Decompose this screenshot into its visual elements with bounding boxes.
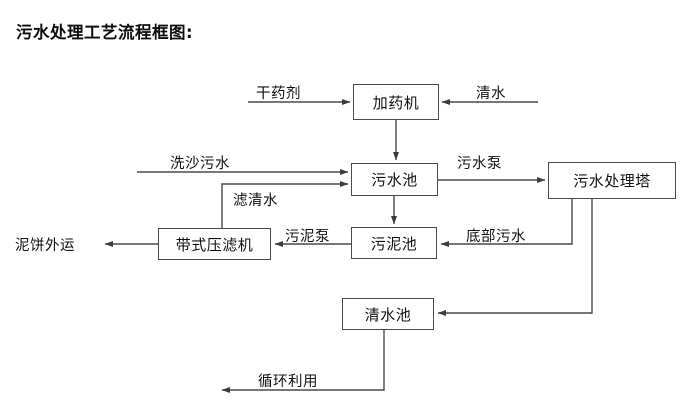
edge-label-sludge-pump: 污泥泵 [285,229,330,245]
edge-label-bottom-wastewater: 底部污水 [466,229,526,245]
edge-label-sand-wash-wastewater: 洗沙污水 [170,156,230,172]
node-sludge-pool[interactable]: 污泥池 [351,227,437,259]
node-clear-water-pool[interactable]: 清水池 [342,298,434,330]
terminal-label-mud-cake-transport: 泥饼外运 [15,238,75,254]
edge-label-dry-reagent: 干药剂 [256,86,301,102]
node-label-sludge-pool: 污泥池 [370,234,418,253]
node-treatment-tower[interactable]: 污水处理塔 [548,162,676,199]
connector-tower-to-sludge-pool [440,199,573,248]
node-label-dosing-machine: 加药机 [372,93,420,112]
node-label-belt-filter-press: 带式压滤机 [175,235,254,254]
connector-filtrate-to-wastewater-pool [221,180,349,228]
edge-label-wastewater-pump: 污水泵 [457,156,502,172]
connector-clear-water-pool-recycle [221,330,385,394]
edge-label-clean-water: 清水 [476,86,506,102]
node-belt-filter-press[interactable]: 带式压滤机 [158,228,271,260]
node-dosing-machine[interactable]: 加药机 [353,84,439,120]
edge-label-filtered-clear-water: 滤清水 [233,193,278,209]
edge-label-recycle-reuse: 循环利用 [258,374,318,390]
node-label-treatment-tower: 污水处理塔 [573,172,651,190]
page-title: 污水处理工艺流程框图: [16,23,194,42]
connector-tower-to-clear-water-pool [437,199,593,317]
node-label-wastewater-pool: 污水池 [371,171,418,189]
node-label-clear-water-pool: 清水池 [364,305,412,324]
node-wastewater-pool[interactable]: 污水池 [351,163,438,196]
